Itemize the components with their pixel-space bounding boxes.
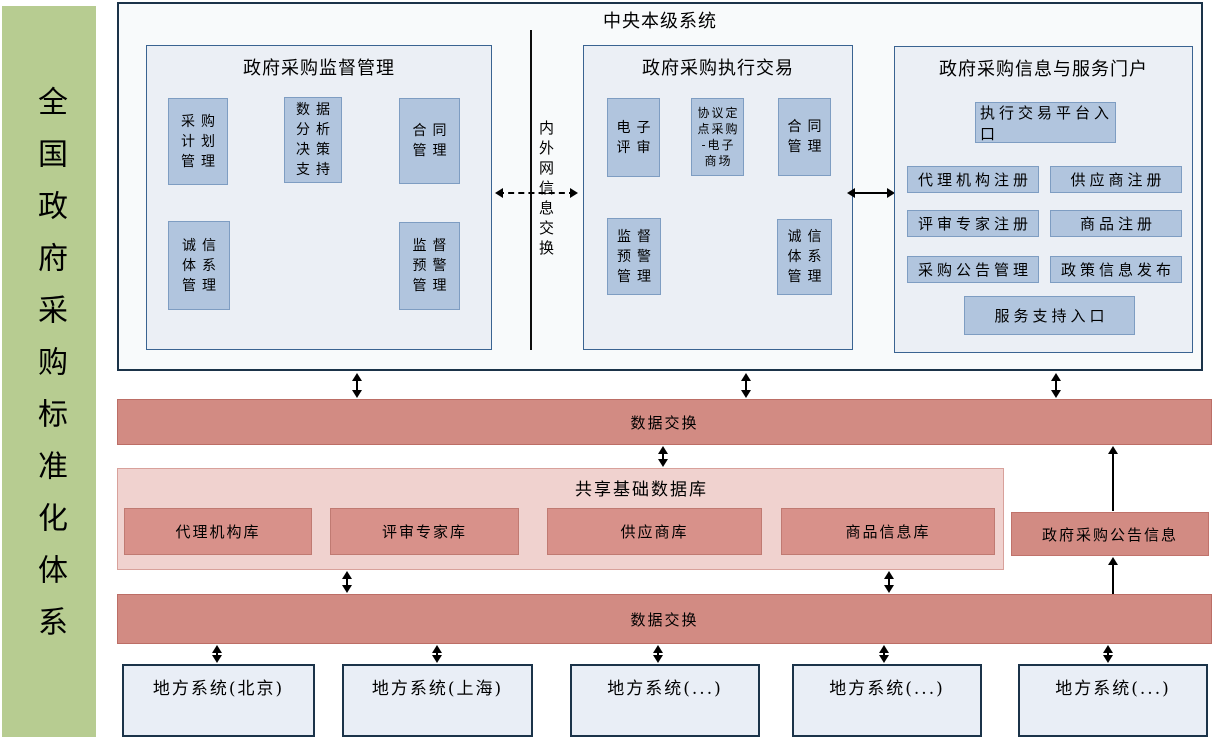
module-data-analysis: 数据 分析 决策 支持 <box>284 97 342 183</box>
double-arrow-icon-2 <box>740 373 752 398</box>
double-arrow-icon-7 <box>211 645 223 663</box>
portal-expert-register: 评审专家注册 <box>907 210 1039 237</box>
local-system-other-1: 地方系统(...) <box>570 664 760 737</box>
local-system-shanghai: 地方系统(上海) <box>342 664 533 737</box>
portal-product-register: 商品注册 <box>1050 210 1182 237</box>
local-system-beijing: 地方系统(北京) <box>122 664 315 737</box>
module-contract-mgmt-1: 合同 管理 <box>399 98 460 184</box>
module-contract-mgmt-2: 合同 管理 <box>778 98 831 176</box>
portal-title: 政府采购信息与服务门户 <box>939 59 1148 80</box>
portal-agency-register: 代理机构注册 <box>907 166 1039 193</box>
double-arrow-icon-1 <box>351 373 363 398</box>
double-arrow-icon-10 <box>878 645 890 663</box>
module-agreement-emall: 协议定 点采购 -电子 商场 <box>691 98 744 176</box>
data-exchange-bottom-label: 数据交换 <box>630 610 699 629</box>
module-e-review: 电子 评审 <box>607 98 660 177</box>
data-exchange-top-label: 数据交换 <box>630 413 699 432</box>
db-agency: 代理机构库 <box>124 508 312 555</box>
db-supplier: 供应商库 <box>547 508 762 555</box>
network-divider-line <box>530 30 532 350</box>
up-arrow-icon-2 <box>1107 557 1119 594</box>
banner-title: 全国政府采购标准化体系 <box>32 85 67 658</box>
execution-box: 政府采购执行交易 <box>583 45 853 350</box>
double-arrow-icon-8 <box>431 645 443 663</box>
double-arrow-icon-4 <box>657 446 669 467</box>
data-exchange-bar-bottom: 数据交换 <box>117 594 1212 644</box>
announcement-info-box: 政府采购公告信息 <box>1011 512 1209 556</box>
portal-announcement-mgmt: 采购公告管理 <box>907 256 1039 283</box>
module-integrity-system-1: 诚信 体系 管理 <box>168 221 230 310</box>
double-arrow-icon-9 <box>652 645 664 663</box>
up-arrow-icon-1 <box>1107 446 1119 511</box>
network-exchange-label: 内外网信息交换 <box>537 120 555 260</box>
double-arrow-icon-6 <box>883 571 895 593</box>
module-integrity-system-2: 诚信 体系 管理 <box>777 219 832 295</box>
portal-trading-platform-entry: 执行交易平台入口 <box>975 102 1116 143</box>
module-supervision-warning-1: 监督 预警 管理 <box>399 222 460 310</box>
portal-supplier-register: 供应商注册 <box>1050 166 1182 193</box>
shared-database-title: 共享基础数据库 <box>575 480 708 500</box>
local-system-other-3: 地方系统(...) <box>1018 664 1208 737</box>
double-arrow-icon-exec-portal <box>847 187 895 199</box>
portal-box: 政府采购信息与服务门户 <box>894 46 1193 353</box>
double-arrow-icon-5 <box>341 571 353 593</box>
portal-policy-publish: 政策信息发布 <box>1050 256 1182 283</box>
local-system-other-2: 地方系统(...) <box>792 664 982 737</box>
module-supervision-warning-2: 监督 预警 管理 <box>607 218 661 295</box>
double-arrow-icon-3 <box>1050 373 1062 398</box>
double-arrow-icon-11 <box>1102 645 1114 663</box>
portal-service-support-entry: 服务支持入口 <box>964 296 1135 335</box>
national-standardization-banner: 全国政府采购标准化体系 <box>2 6 96 737</box>
module-procurement-plan: 采购 计划 管理 <box>168 98 228 185</box>
dashed-double-arrow-icon <box>495 187 578 199</box>
supervision-title: 政府采购监督管理 <box>243 58 395 79</box>
db-product-info: 商品信息库 <box>781 508 995 555</box>
execution-title: 政府采购执行交易 <box>642 58 794 79</box>
data-exchange-bar-top: 数据交换 <box>117 399 1212 445</box>
db-expert: 评审专家库 <box>330 508 519 555</box>
central-system-title: 中央本级系统 <box>603 11 717 32</box>
